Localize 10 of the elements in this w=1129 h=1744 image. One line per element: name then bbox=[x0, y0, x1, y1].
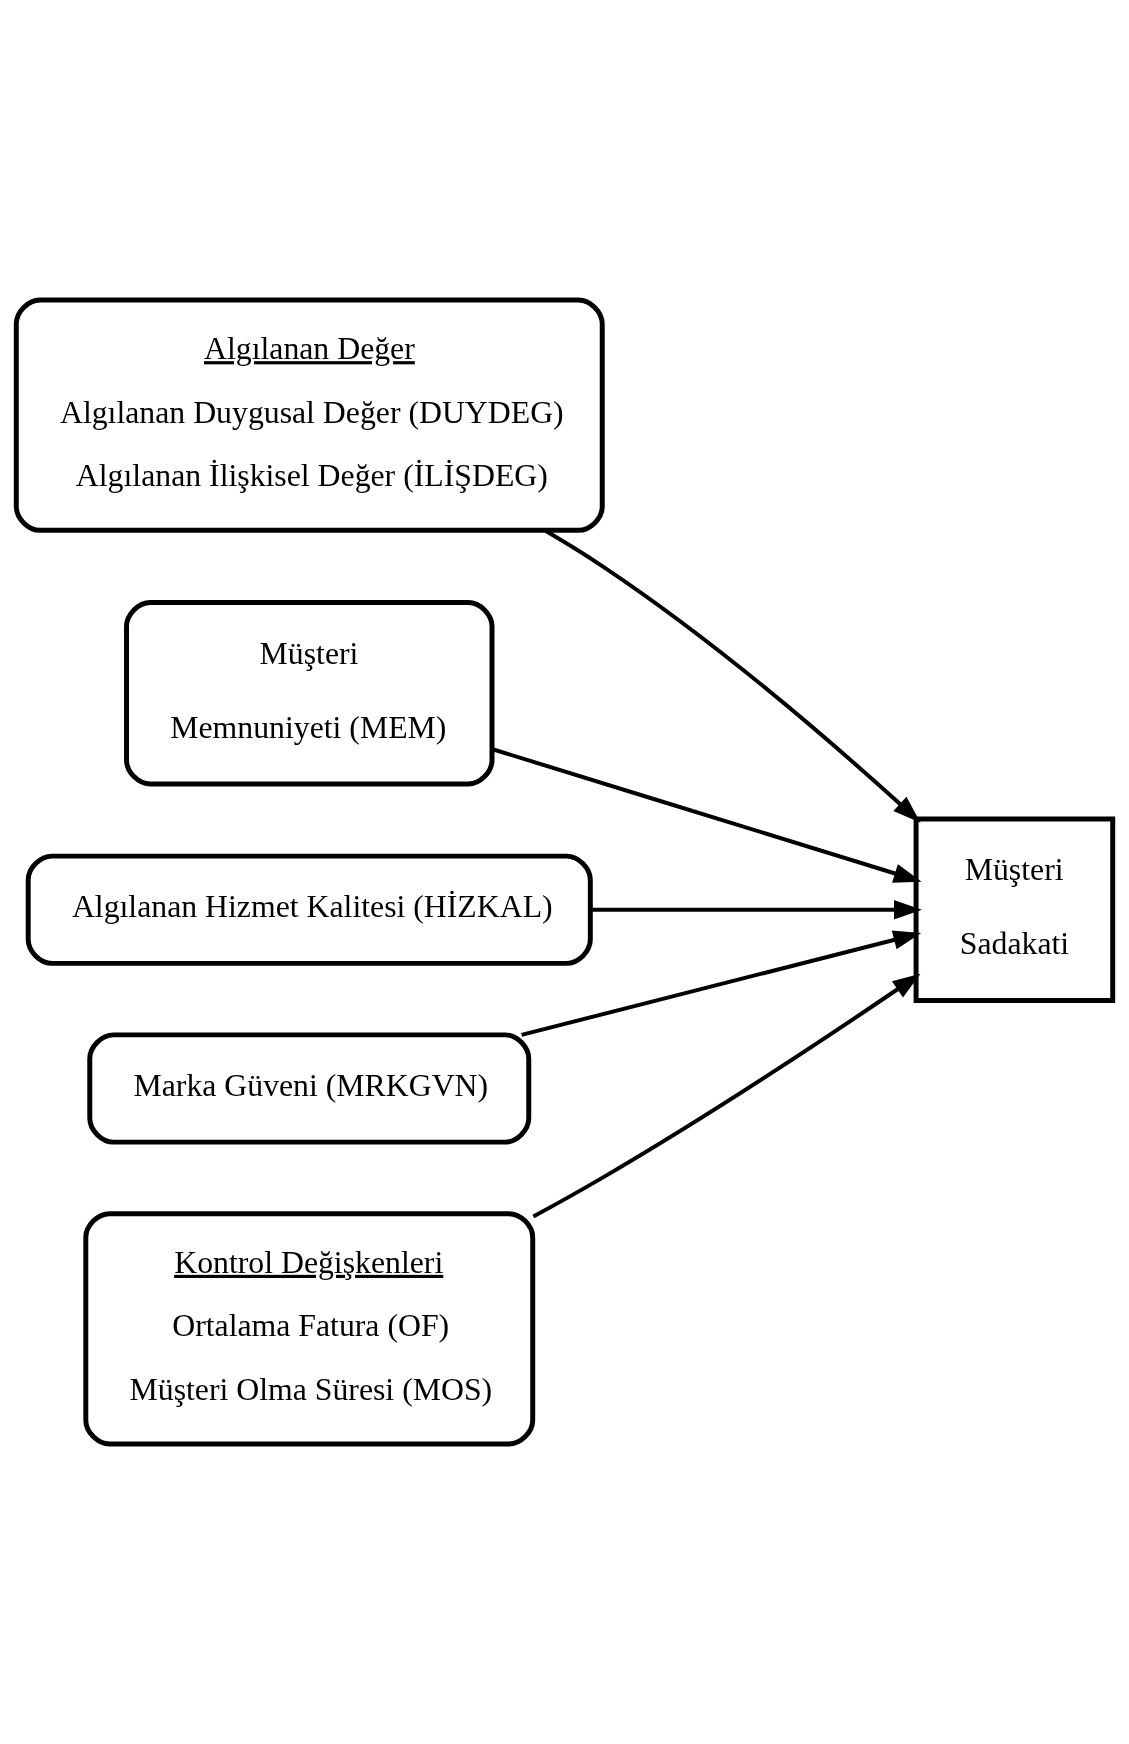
node-box: Kontrol Değişkenleri Ortalama Fatura (OF) Müşteri Olma Süresi (MOS) bbox=[83, 1211, 536, 1447]
node-box: Algılanan Hizmet Kalitesi (HİZKAL) bbox=[25, 853, 593, 966]
arrow bbox=[590, 900, 922, 920]
arrow bbox=[532, 973, 921, 1219]
node-box: Algılanan Değer Algılanan Duygusal Değer (DUYDEG) Algılanan İlişkisel Değer (İLİŞDEG) bbox=[13, 297, 605, 533]
arrow bbox=[521, 930, 922, 1037]
node-box: Marka Güveni (MRKGVN) bbox=[87, 1032, 532, 1145]
node-box: Müşteri Sadakati bbox=[913, 816, 1116, 1003]
node-box: Müşteri Memnuniyeti (MEM) bbox=[124, 599, 495, 787]
arrow bbox=[492, 747, 922, 883]
